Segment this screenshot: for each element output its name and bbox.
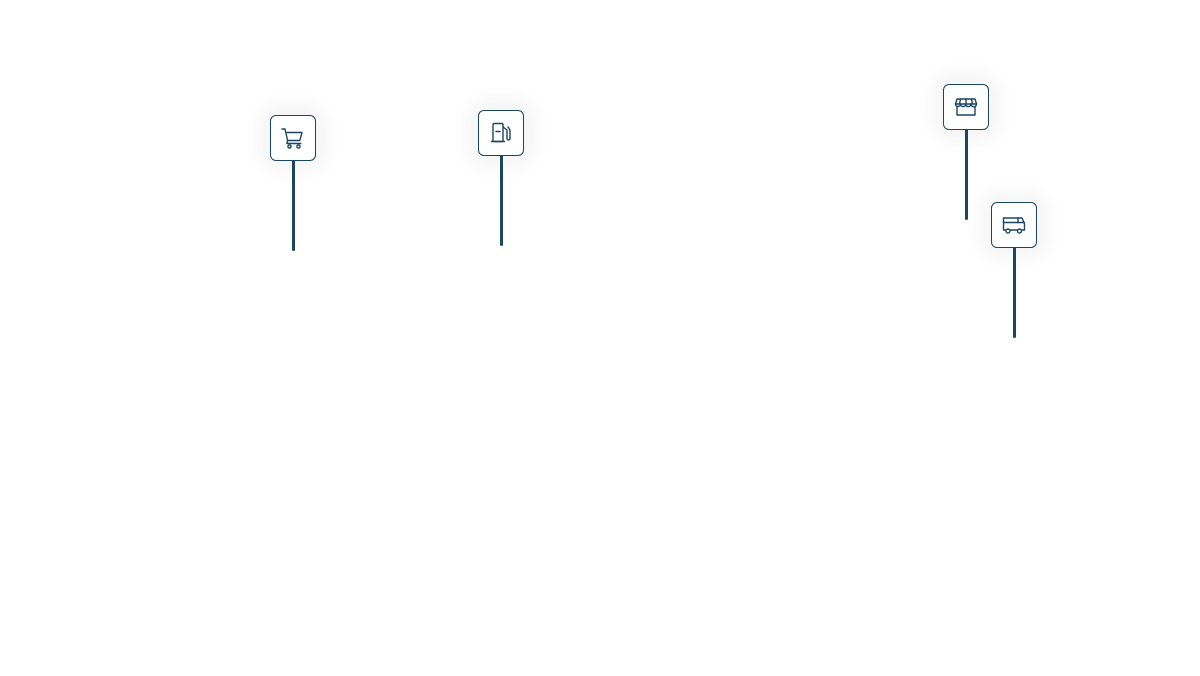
fuel-pump-icon xyxy=(490,122,511,143)
marker-stem xyxy=(292,161,295,251)
map-marker-cart[interactable] xyxy=(270,115,318,251)
shopping-cart-icon xyxy=(281,128,303,149)
map-marker-store[interactable] xyxy=(943,84,991,220)
marker-head[interactable] xyxy=(478,110,524,156)
map-marker-fuel[interactable] xyxy=(478,110,526,246)
marker-stem xyxy=(965,130,968,220)
map-marker-rv[interactable] xyxy=(991,202,1039,338)
marker-stem xyxy=(1013,248,1016,338)
camper-van-icon xyxy=(1002,217,1026,234)
marker-stem xyxy=(500,156,503,246)
marker-head[interactable] xyxy=(270,115,316,161)
storefront-icon xyxy=(954,98,978,116)
marker-head[interactable] xyxy=(991,202,1037,248)
marker-head[interactable] xyxy=(943,84,989,130)
